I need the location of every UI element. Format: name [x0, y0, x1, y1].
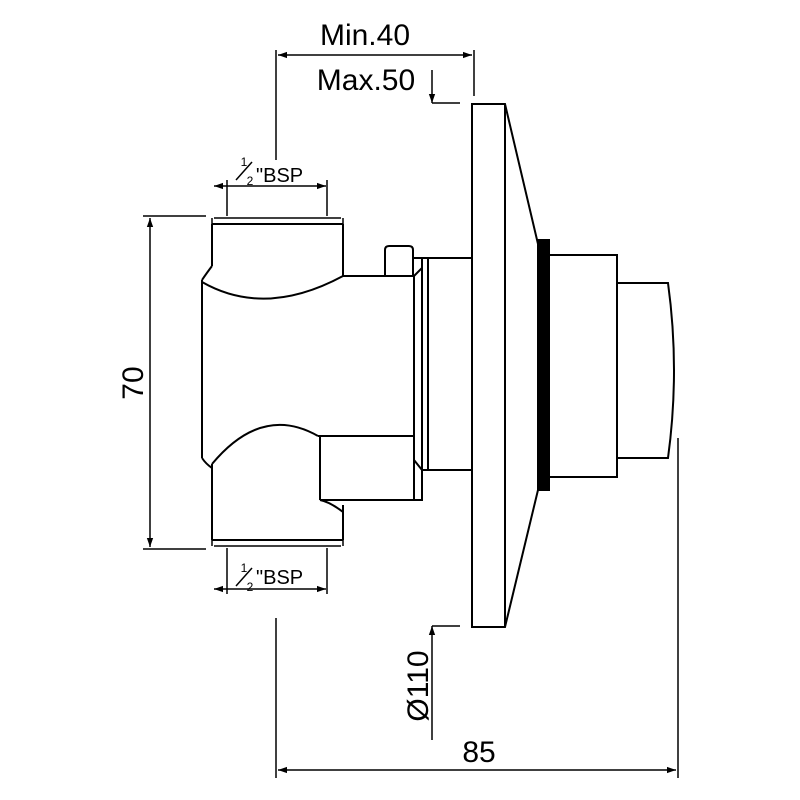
thread-bottom-fraction-den: 2: [247, 580, 254, 594]
max-depth-label: Max.50: [317, 64, 415, 97]
dimension-plate-diameter: Ø110: [402, 625, 460, 740]
seal-ring: [538, 240, 549, 490]
thread-bottom-fraction-num: 1: [241, 561, 248, 575]
thread-top-fraction-den: 2: [247, 174, 254, 188]
thread-top-label: "BSP: [256, 165, 303, 187]
dimension-min-depth: Min.40: [275, 19, 475, 160]
dimension-thread-bottom: 1 2 "BSP: [214, 548, 328, 594]
dimension-height: 70: [117, 215, 206, 550]
push-button: [548, 254, 675, 478]
thread-top-fraction-num: 1: [241, 155, 248, 169]
min-depth-label: Min.40: [320, 19, 410, 52]
valve-body: [201, 217, 473, 547]
dimension-total-depth: 85: [275, 438, 679, 778]
dimension-thread-top: 1 2 "BSP: [214, 155, 328, 216]
total-depth-label: 85: [462, 736, 495, 769]
thread-bottom-label: "BSP: [256, 567, 303, 589]
height-label: 70: [117, 366, 150, 399]
plate-diameter-label: Ø110: [402, 650, 435, 721]
wall-plate: [471, 103, 550, 628]
dimension-max-depth: Max.50: [317, 64, 460, 104]
